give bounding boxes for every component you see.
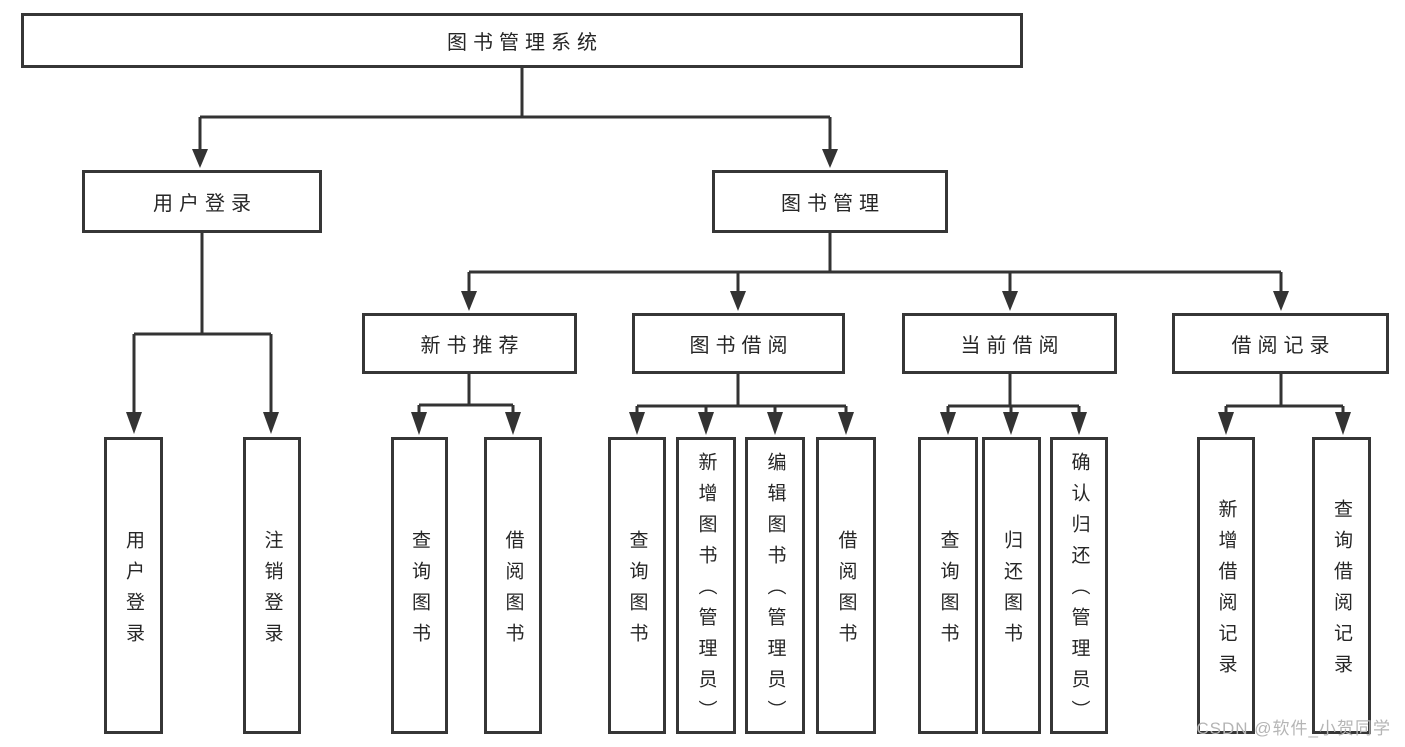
leaf-query-borrow-record-label: 查询借阅记录	[1331, 498, 1352, 685]
leaf-borrow-books-1-label: 借阅图书	[502, 529, 524, 654]
node-user-login: 用户登录	[82, 170, 322, 233]
leaf-user-login-label: 用户登录	[123, 529, 144, 654]
connector-book-mgmt-to-level3	[461, 233, 1289, 311]
leaf-add-books-admin-label: 新增图书（管理员）	[695, 452, 717, 731]
leaf-add-borrow-record: 新增借阅记录	[1197, 437, 1255, 734]
leaf-edit-books-admin-label: 编辑图书（管理员）	[764, 452, 786, 731]
connector-root-to-level2	[192, 68, 838, 168]
node-borrow-records-label: 借阅记录	[1231, 335, 1336, 357]
node-current-borrow: 当前借阅	[902, 313, 1117, 374]
node-new-book-recommend: 新书推荐	[362, 313, 577, 374]
leaf-return-books: 归还图书	[982, 437, 1041, 734]
node-book-management: 图书管理	[712, 170, 948, 233]
leaf-edit-books-admin: 编辑图书（管理员）	[745, 437, 805, 734]
leaf-query-books-1-label: 查询图书	[409, 529, 430, 654]
node-book-borrow-label: 图书借阅	[689, 335, 794, 357]
connector-borrow-records-to-leaves	[1218, 374, 1351, 435]
leaf-query-books-3: 查询图书	[918, 437, 978, 734]
leaf-add-books-admin: 新增图书（管理员）	[676, 437, 736, 734]
connector-book-borrow-to-leaves	[629, 374, 854, 435]
node-user-login-label: 用户登录	[153, 193, 257, 215]
leaf-borrow-books-1: 借阅图书	[484, 437, 542, 734]
leaf-borrow-books-2-label: 借阅图书	[835, 529, 857, 654]
leaf-add-borrow-record-label: 新增借阅记录	[1215, 498, 1237, 685]
node-root: 图书管理系统	[21, 13, 1023, 68]
csdn-watermark: CSDN @软件_小贺同学	[1196, 719, 1391, 738]
connector-user-login-to-leaves	[126, 233, 279, 434]
node-root-label: 图书管理系统	[447, 32, 603, 54]
leaf-logout-login-label: 注销登录	[261, 529, 283, 654]
leaf-query-books-1: 查询图书	[391, 437, 448, 734]
node-new-book-recommend-label: 新书推荐	[420, 335, 525, 357]
leaf-query-books-2: 查询图书	[608, 437, 666, 734]
node-book-management-label: 图书管理	[781, 193, 885, 215]
leaf-query-borrow-record: 查询借阅记录	[1312, 437, 1371, 734]
leaf-query-books-3-label: 查询图书	[937, 529, 959, 654]
connector-new-book-rec-to-leaves	[411, 374, 521, 435]
leaf-user-login: 用户登录	[104, 437, 163, 734]
leaf-logout-login: 注销登录	[243, 437, 301, 734]
node-current-borrow-label: 当前借阅	[960, 335, 1065, 357]
leaf-borrow-books-2: 借阅图书	[816, 437, 876, 734]
leaf-query-books-2-label: 查询图书	[626, 529, 648, 654]
leaf-confirm-return-admin-label: 确认归还（管理员）	[1068, 452, 1090, 731]
leaf-return-books-label: 归还图书	[1001, 529, 1022, 654]
node-book-borrow: 图书借阅	[632, 313, 845, 374]
leaf-confirm-return-admin: 确认归还（管理员）	[1050, 437, 1108, 734]
connector-current-borrow-to-leaves	[940, 374, 1087, 435]
node-borrow-records: 借阅记录	[1172, 313, 1389, 374]
